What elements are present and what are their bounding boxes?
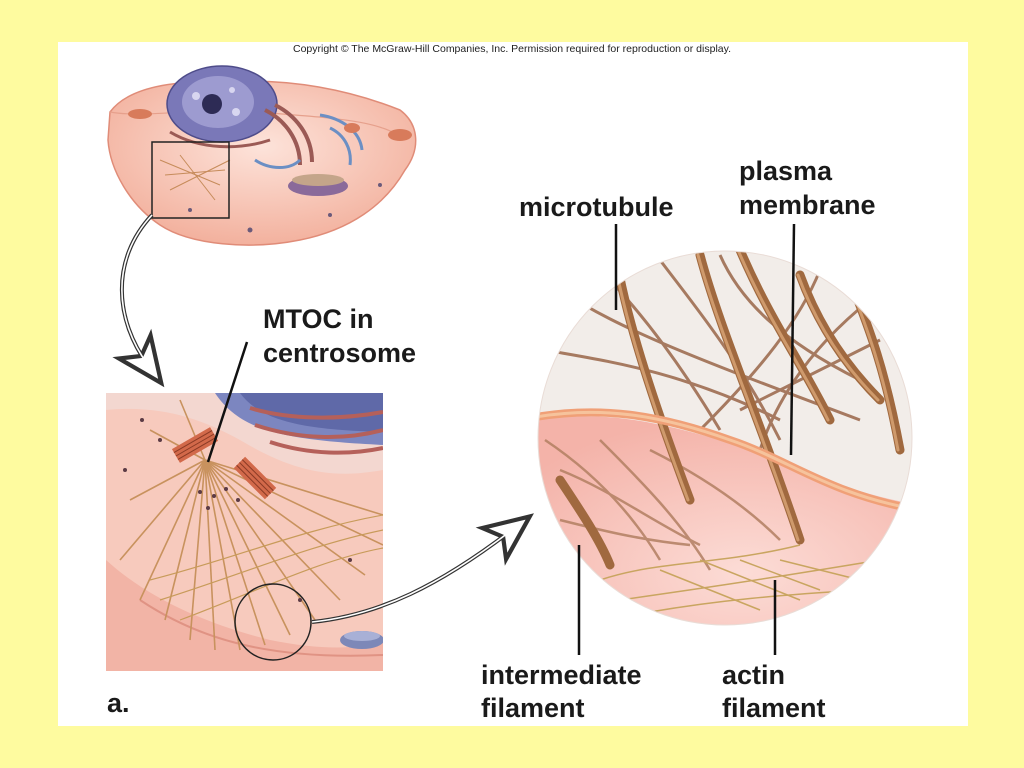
label-mtoc-in: MTOC in	[263, 304, 374, 334]
centriole	[171, 427, 219, 463]
centrosome-enlargement	[106, 393, 383, 671]
copyright-notice: Copyright © The McGraw-Hill Companies, I…	[292, 43, 732, 55]
mtoc-pointer	[206, 341, 249, 463]
label-microtubule: microtubule	[519, 192, 674, 222]
centriole	[233, 456, 277, 500]
whole-cell-drawing	[107, 65, 417, 246]
zoom-arrow-1	[112, 213, 165, 388]
label-centrosome: centrosome	[263, 338, 417, 368]
panel-letter: a.	[107, 688, 130, 718]
label-intermediate: intermediate	[481, 660, 642, 690]
label-filament-actin: filament	[722, 693, 826, 723]
label-filament-intermediate: filament	[481, 693, 585, 723]
magnified-circle-outline	[537, 250, 913, 626]
label-membrane: membrane	[739, 190, 876, 220]
label-actin: actin	[722, 660, 786, 690]
zoom-box	[151, 141, 230, 219]
plasma-membrane-pointer	[789, 223, 796, 456]
label-plasma: plasma	[739, 156, 833, 186]
zoom-circle	[234, 583, 312, 661]
magnified-cytoskeleton	[538, 251, 912, 625]
